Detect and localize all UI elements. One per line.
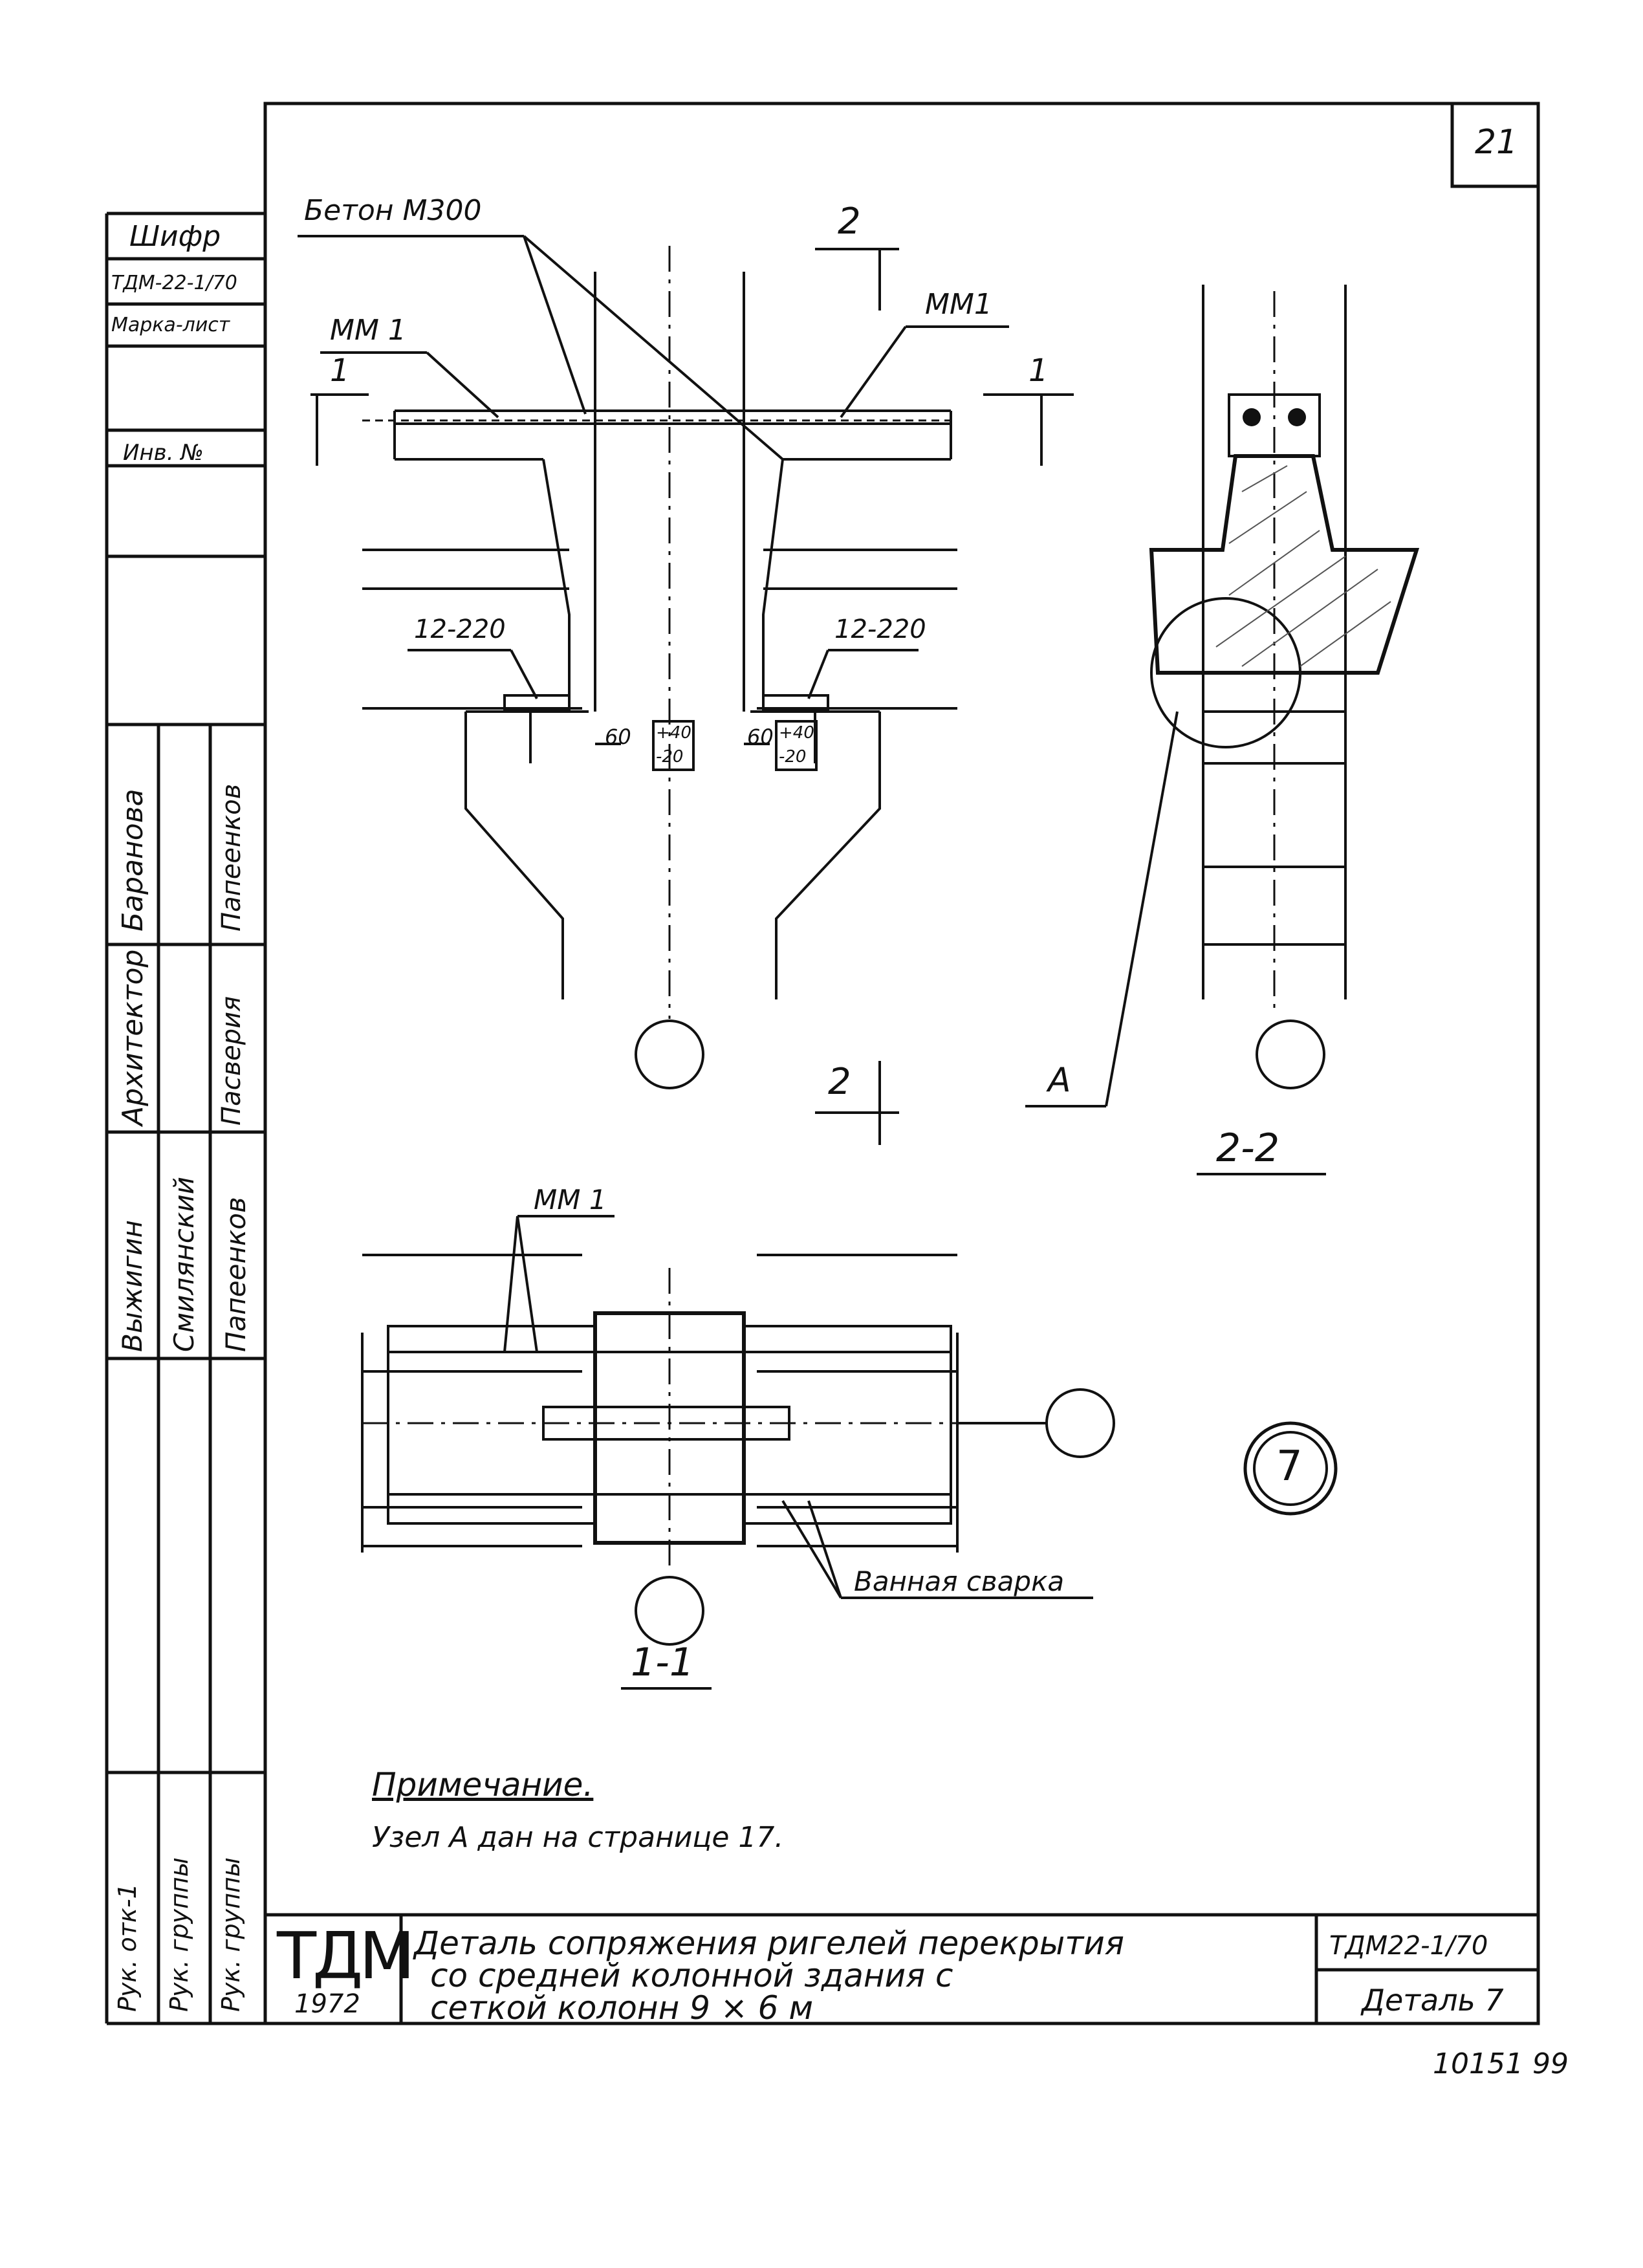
page-number: 21 (1475, 123, 1518, 162)
label-bath-welding: Ванная сварка (854, 1565, 1065, 1597)
label-cut-2-top: 2 (838, 201, 861, 243)
note-title: Примечание. (372, 1766, 594, 1804)
stamp-role-top-2: Баранова (116, 789, 149, 932)
tolerance-right-minus: -20 (779, 747, 807, 767)
label-node-a: А (1048, 1061, 1071, 1100)
stamp-name-3: Папеенков (220, 1197, 252, 1352)
stamp-name-2: Смилянский (168, 1177, 200, 1352)
detail-number: Деталь 7 (1362, 1983, 1504, 2018)
title-line-2: со средней колонной здания с (430, 1957, 953, 1994)
note-text: Узел А дан на странице 17. (372, 1821, 784, 1854)
stamp-name-top-1: Пасверия (217, 996, 246, 1126)
tolerance-left-minus: -20 (656, 747, 684, 767)
title-line-1: Деталь сопряжения ригелей перекрытия (414, 1925, 1124, 1962)
label-cut-1-right: 1 (1028, 353, 1049, 389)
label-dim-60-right: 60 (747, 725, 774, 749)
label-cut-1-left: 1 (330, 353, 350, 389)
title-year: 1972 (294, 1989, 360, 2019)
label-rebar-left: 12-220 (414, 615, 506, 644)
stamp-role-top-1: Архитектор (116, 949, 149, 1126)
cipher-value: ТДМ-22-1/70 (111, 272, 237, 294)
label-concrete: Бетон М300 (304, 194, 482, 227)
detail-marker: 7 (1276, 1443, 1303, 1490)
label-rebar-right: 12-220 (834, 615, 926, 644)
label-cut-2-bottom: 2 (828, 1061, 851, 1103)
label-dim-60-left: 60 (605, 725, 631, 749)
stamp-name-top-2: Папеенков (217, 783, 246, 932)
inv-label: Инв. № (123, 440, 204, 466)
mark-sheet-label: Марка-лист (111, 314, 230, 336)
doc-code: ТДМ22-1/70 (1329, 1931, 1488, 1961)
cipher-label: Шифр (129, 220, 221, 253)
title-line-3: сеткой колонн 9 × 6 м (430, 1989, 814, 2027)
stamp-name-1: Выжигин (116, 1220, 148, 1352)
tolerance-left-plus: +40 (656, 723, 691, 743)
label-mm1-left: ММ 1 (330, 314, 406, 347)
stamp-role-2: Рук. группы (165, 1857, 193, 2012)
tolerance-right-plus: +40 (779, 723, 814, 743)
label-mm1-right: ММ1 (925, 288, 992, 321)
tdm-logo: ТДМ (277, 1918, 415, 1994)
label-mm1-plan: ММ 1 (534, 1184, 607, 1216)
section-title-2-2: 2-2 (1216, 1126, 1279, 1171)
section-title-1-1: 1-1 (631, 1640, 694, 1685)
stamp-role-3: Рук. группы (217, 1857, 245, 2012)
stamp-role-1: Рук. отк-1 (113, 1883, 142, 2012)
archive-stamp-number: 10151 99 (1433, 2047, 1569, 2080)
